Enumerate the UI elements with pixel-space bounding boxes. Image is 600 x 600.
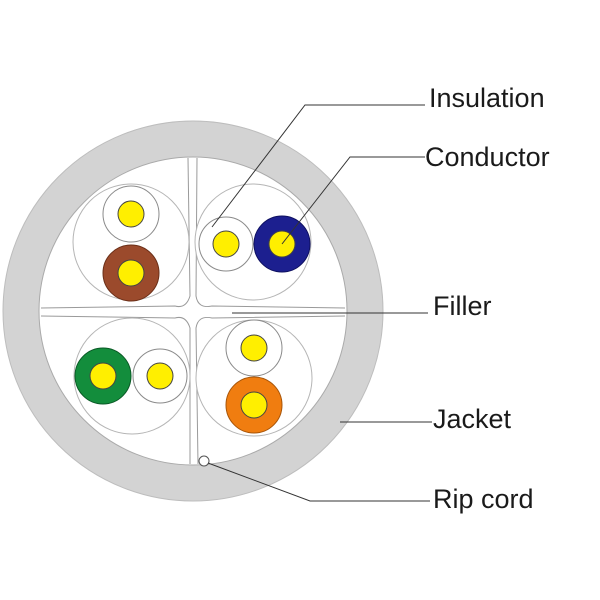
- insulation-leader-line: [211, 104, 425, 228]
- conductor: [146, 362, 174, 390]
- orange-pair: [195, 319, 313, 437]
- conductor-label: Conductor: [425, 142, 550, 172]
- insulation-label: Insulation: [429, 83, 545, 113]
- cross-filler: [40, 157, 346, 465]
- cable-core: [38, 156, 348, 466]
- rip-cord: [198, 455, 210, 467]
- jacket-label: Jacket: [433, 404, 512, 434]
- conductor: [240, 334, 268, 362]
- conductor: [117, 259, 145, 287]
- conductor: [89, 362, 117, 390]
- conductor: [117, 200, 145, 228]
- pair-jacket-outline: [73, 317, 191, 435]
- brown-pair: [72, 183, 190, 302]
- conductor: [240, 391, 268, 419]
- blue-pair: [194, 183, 312, 301]
- rip-cord-leader-line: [207, 462, 430, 502]
- conductor: [212, 230, 240, 258]
- rip-cord-label: Rip cord: [433, 484, 534, 514]
- green-pair: [73, 317, 191, 435]
- conductor-leader-line: [281, 156, 425, 245]
- filler-label: Filler: [433, 291, 492, 321]
